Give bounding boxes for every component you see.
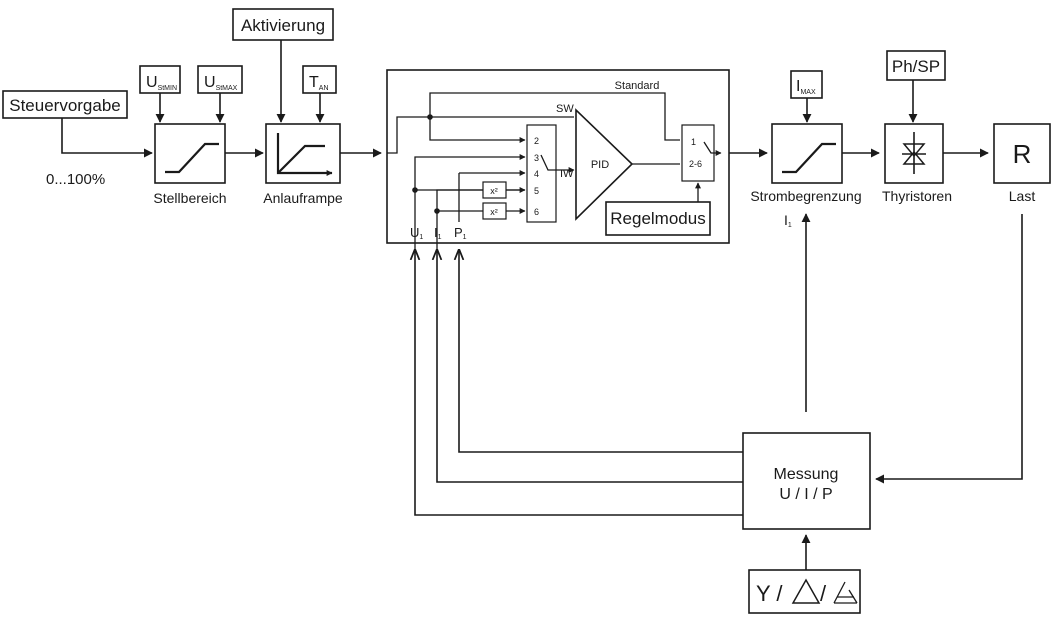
- u-stmax-block: UStMAX: [197, 65, 243, 94]
- standard-line: [429, 92, 680, 141]
- range-label: 0...100%: [46, 171, 105, 188]
- i1-label: I1: [784, 212, 792, 229]
- input-i1-label: I1: [434, 225, 442, 241]
- u-stmin-block: UStMIN: [139, 65, 181, 94]
- feedback-p1: [459, 250, 743, 453]
- iw-label: IW: [560, 168, 574, 180]
- input-u1-label: U1: [410, 225, 423, 241]
- thyristoren-block: [884, 123, 944, 184]
- messung-block: Messung U / I / P: [742, 432, 871, 530]
- square-block-2-label: x²: [490, 207, 498, 217]
- thyristor-icon: [902, 132, 926, 174]
- r-block: R: [993, 123, 1051, 184]
- open-delta-icon: [833, 581, 858, 604]
- arrow-last-messung: [875, 214, 1023, 484]
- r-label: R: [1013, 139, 1032, 169]
- port-3-label: 3: [534, 153, 539, 163]
- input-p1-label: P1: [454, 225, 467, 241]
- regelmodus-label: Regelmodus: [610, 209, 705, 228]
- feedback-i1: [437, 250, 743, 483]
- port-2-label: 2: [534, 136, 539, 146]
- t-an-label: TAN: [309, 74, 329, 92]
- anlauframpe-label: Anlauframpe: [263, 190, 343, 206]
- aktivierung-label: Aktivierung: [241, 16, 325, 35]
- slash-label: /: [820, 581, 827, 606]
- stellbereich-block: [154, 123, 226, 184]
- i-max-label: IMAX: [796, 78, 816, 96]
- iw-line: [540, 154, 575, 173]
- input-selector: [526, 124, 557, 223]
- stellbereich-label: Stellbereich: [153, 190, 226, 206]
- steuervorgabe-block: Steuervorgabe: [2, 90, 128, 119]
- last-label: Last: [1009, 188, 1036, 204]
- ph-sp-label: Ph/SP: [892, 57, 940, 76]
- output-switch: [681, 124, 715, 182]
- switch-port-26-label: 2-6: [689, 159, 702, 169]
- delta-icon: [791, 578, 821, 604]
- thyristoren-label: Thyristoren: [882, 188, 952, 204]
- anlauframpe-block: [265, 123, 341, 184]
- strombegrenzung-label: Strombegrenzung: [750, 188, 861, 204]
- messung-label: Messung: [774, 466, 839, 483]
- current-limit-curve-icon: [782, 142, 836, 174]
- u-stmin-label: UStMIN: [146, 74, 177, 92]
- to-port-2: [429, 117, 526, 143]
- ph-sp-block: Ph/SP: [886, 50, 946, 81]
- steuervorgabe-label: Steuervorgabe: [9, 96, 121, 115]
- feedback-u1: [415, 250, 743, 516]
- connection-type-block: Y / /: [748, 569, 861, 614]
- square-block-1-label: x²: [490, 186, 498, 196]
- pid-triangle: [575, 108, 634, 221]
- limiter-curve-icon: [165, 142, 219, 174]
- i-max-block: IMAX: [790, 70, 823, 99]
- u1-to-port-3: [414, 154, 526, 252]
- switch-output-line: [703, 141, 722, 156]
- regelmodus-block: [605, 201, 711, 236]
- ramp-curve-icon: [277, 144, 325, 174]
- messung-uip-label: U / I / P: [779, 486, 832, 503]
- arrow-steuervorgabe-stellbereich: [61, 118, 153, 158]
- standard-label: Standard: [615, 80, 660, 92]
- sw-line: [387, 116, 574, 154]
- port-5-label: 5: [534, 186, 539, 196]
- u-stmax-label: UStMAX: [204, 74, 238, 92]
- t-an-block: TAN: [302, 65, 337, 94]
- sw-label: SW: [556, 103, 574, 115]
- aktivierung-block: Aktivierung: [232, 8, 334, 41]
- y-label: Y /: [756, 581, 783, 606]
- port-6-label: 6: [534, 207, 539, 217]
- port-4-label: 4: [534, 169, 539, 179]
- switch-port-1-label: 1: [691, 137, 696, 147]
- controller-group: Standard SW x² x² 2 3 4 5 6 IW PID: [386, 69, 730, 252]
- strombegrenzung-block: [771, 123, 843, 184]
- pid-label: PID: [591, 159, 609, 171]
